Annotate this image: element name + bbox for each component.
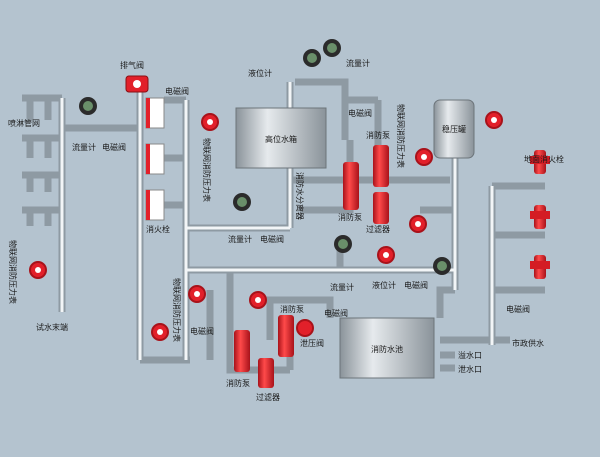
- hydrant-boxes: [145, 97, 165, 221]
- solenoid-label-1: 电磁阀: [165, 86, 189, 96]
- overflow-label: 溢水口: [458, 350, 482, 360]
- fire-pump-label-3: 消防泵: [280, 304, 304, 314]
- hydrant-label: 消火栓: [146, 224, 170, 234]
- spray-network-label: 喷淋管网: [8, 118, 40, 128]
- high-water-tank: 高位水箱: [235, 107, 327, 169]
- iot-gauge-label-2: 物联网消防压力表: [396, 104, 406, 168]
- fire-pool-label: 消防水池: [371, 344, 403, 354]
- flowmeter-label-3: 流量计: [228, 234, 252, 244]
- level-meter-label-2: 液位计: [372, 280, 396, 290]
- flowmeter-label-4: 流量计: [330, 282, 354, 292]
- solenoid-label-2: 电磁阀: [102, 142, 126, 152]
- iot-gauge-label-1: 物联网消防压力表: [202, 138, 212, 202]
- solenoid-label-8: 电磁阀: [506, 304, 530, 314]
- solenoid-label-5: 电磁阀: [404, 280, 428, 290]
- filter-label-2: 过滤器: [256, 392, 280, 402]
- relief-valve-label: 泄压阀: [300, 338, 324, 348]
- flowmeter-label-2: 流量计: [346, 58, 370, 68]
- solenoid-label-4: 电磁阀: [260, 234, 284, 244]
- water-separator-label: 消防水分离器: [295, 172, 305, 220]
- surge-tank: 稳压罐: [433, 99, 475, 159]
- surge-tank-label: 稳压罐: [442, 124, 466, 134]
- fire-water-pool: 消防水池: [339, 317, 435, 379]
- municipal-supply-label: 市政供水: [512, 338, 544, 348]
- exhaust-valve: [125, 75, 149, 93]
- filter-label-1: 过滤器: [366, 224, 390, 234]
- fire-pump-label-4: 消防泵: [226, 378, 250, 388]
- test-end-label: 试水末端: [36, 322, 68, 332]
- vertical-labels: 物联网消防压力表 物联网消防压力表 物联网消防压力表 物联网消防压力表 消防水分…: [8, 104, 406, 342]
- iot-gauge-label-3: 物联网消防压力表: [8, 240, 18, 304]
- exhaust-valve-label: 排气阀: [120, 60, 144, 70]
- flowmeters: [79, 39, 451, 275]
- drain-label: 泄水口: [458, 364, 482, 374]
- iot-gauge-label-4: 物联网消防压力表: [172, 278, 182, 342]
- high-tank-label: 高位水箱: [265, 134, 297, 144]
- level-meter-label-1: 液位计: [248, 68, 272, 78]
- flowmeter-label-1: 流量计: [72, 142, 96, 152]
- ground-hydrant-label: 地面消火栓: [524, 154, 564, 164]
- fire-pumps: [234, 145, 389, 388]
- ground-hydrants: [530, 150, 550, 279]
- solenoid-label-6: 电磁阀: [324, 308, 348, 318]
- fire-pump-label-2: 消防泵: [338, 212, 362, 222]
- solenoid-label-3: 电磁阀: [348, 108, 372, 118]
- diagram-labels: 喷淋管网 排气阀 电磁阀 流量计 电磁阀 液位计 流量计 电磁阀 消防泵 消防泵…: [8, 58, 564, 402]
- solenoid-label-7: 电磁阀: [190, 326, 214, 336]
- iot-pressure-gauges: [29, 111, 503, 341]
- fire-pump-label-1: 消防泵: [366, 130, 390, 140]
